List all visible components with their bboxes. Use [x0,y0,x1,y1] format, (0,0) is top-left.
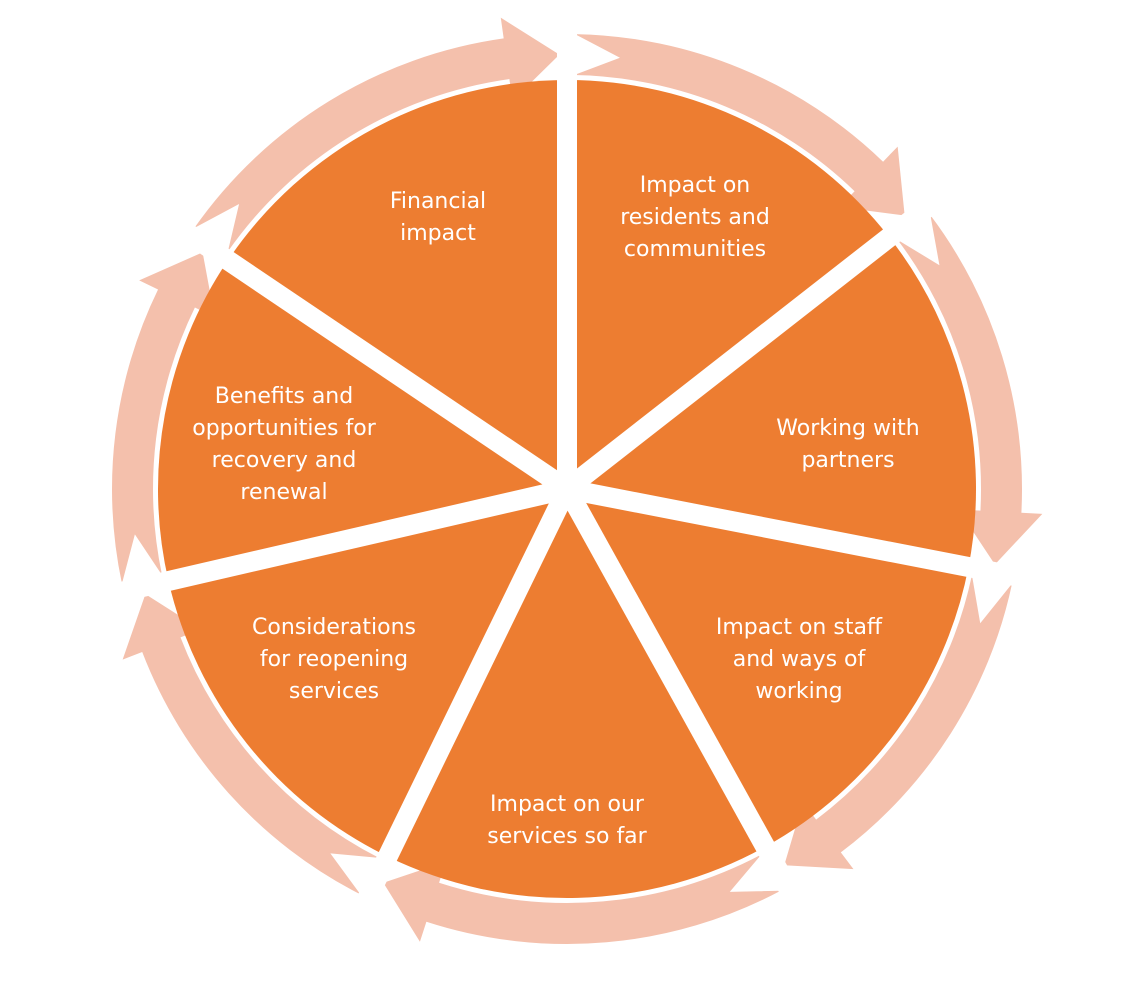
label-line: impact [400,221,476,246]
label-impact-on-staff-and-ways-of-working: Impact on staff and ways of working [716,615,883,704]
segment-impact-on-staff-and-ways-of-working [567,489,969,847]
cycle-arrow-2 [897,215,1043,565]
cycle-arrow-5 [122,594,380,895]
cycle-arrow-4 [383,854,781,944]
label-line: opportunities for [192,416,376,441]
cycle-arrow-3 [784,575,1013,870]
label-line: working [755,679,842,704]
segment-considerations-for-reopening-services [168,489,568,857]
segment-divider [560,192,943,497]
segment-benefits-and-opportunities [157,260,568,581]
label-line: partners [801,448,894,473]
cycle-arrows [111,17,1043,944]
label-line: Benefits and [215,384,353,409]
segment-divider [558,484,804,905]
label-line: residents and [620,205,770,230]
segment-divider [172,218,573,498]
segment-divider [107,479,570,605]
label-line: Working with [776,416,919,441]
segment-labels: Impact on residents and communitiesWorking… [192,173,919,849]
label-line: Impact on [640,173,750,198]
label-line: communities [624,237,766,262]
pie-segments [107,20,1030,915]
label-benefits-and-opportunities: Benefits and opportunities for recovery an… [192,384,376,505]
segment-impact-on-residents-and-communities [567,80,890,489]
cycle-arrow-6 [111,252,215,584]
label-line: Impact on our [490,792,645,817]
label-line: Financial [390,189,486,214]
segment-divider [565,479,1030,589]
label-line: recovery and [212,448,357,473]
center-hub [553,475,581,503]
label-financial-impact: Financial impact [390,189,486,246]
label-impact-on-our-services-so-far: Impact on our services so far [487,792,647,849]
label-line: Considerations [252,615,416,640]
label-line: Impact on staff [716,615,883,640]
label-line: services [289,679,379,704]
label-line: services so far [487,824,647,849]
label-line: and ways of [733,647,867,672]
label-impact-on-residents-and-communities: Impact on residents and communities [620,173,770,262]
label-line: for reopening [260,647,408,672]
segment-impact-on-our-services-so-far [387,489,766,899]
cycle-arrow-1 [574,34,905,216]
segment-divider [352,484,576,915]
segment-working-with-partners [567,237,977,568]
cycle-arrow-7 [194,17,560,252]
label-working-with-partners: Working with partners [776,416,919,473]
label-considerations-for-reopening-services: Considerations for reopening services [252,615,416,704]
segment-financial-impact [227,80,568,489]
label-line: renewal [240,480,327,505]
